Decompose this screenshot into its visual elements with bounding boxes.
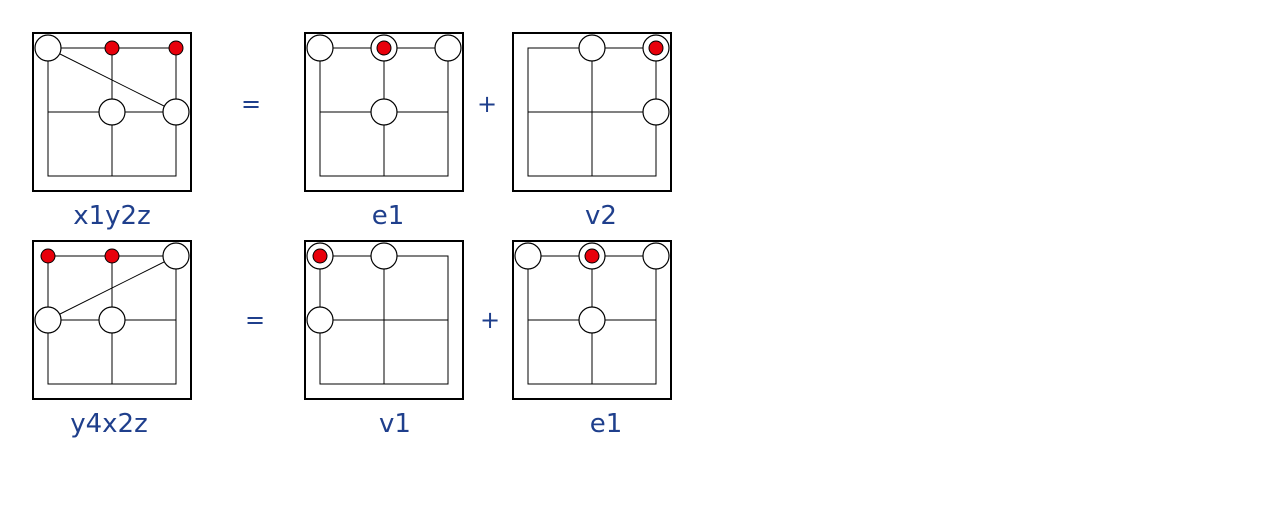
open-circle-marker xyxy=(34,34,62,62)
open-circle-marker xyxy=(642,242,670,270)
red-dot-marker xyxy=(104,248,120,264)
red-dot-marker xyxy=(376,40,392,56)
plus-sign: + xyxy=(477,90,497,118)
open-circle-marker xyxy=(578,306,606,334)
open-circle-marker xyxy=(162,98,190,126)
open-circle-marker xyxy=(306,306,334,334)
term-board xyxy=(304,240,464,400)
red-dot-marker xyxy=(104,40,120,56)
red-dot-marker xyxy=(40,248,56,264)
term-board xyxy=(32,240,192,400)
red-dot-marker xyxy=(648,40,664,56)
term-board xyxy=(512,32,672,192)
equals-sign: = xyxy=(245,306,265,334)
connection-line xyxy=(47,47,177,113)
open-circle-marker xyxy=(34,306,62,334)
equals-sign: = xyxy=(241,90,261,118)
plus-sign: + xyxy=(480,306,500,334)
term-board xyxy=(304,32,464,192)
open-circle-marker xyxy=(370,98,398,126)
red-dot-marker xyxy=(312,248,328,264)
term-label: x1y2z xyxy=(73,201,151,231)
open-circle-marker xyxy=(434,34,462,62)
open-circle-marker xyxy=(306,34,334,62)
term-label: v1 xyxy=(379,409,411,439)
red-dot-marker xyxy=(168,40,184,56)
equation-row-1: x1y2z = e1 + v2 xyxy=(32,32,672,231)
term-label: e1 xyxy=(372,201,405,231)
term-label: e1 xyxy=(590,409,623,439)
equation-row-2: y4x2z = v1 + e1 xyxy=(32,240,672,439)
term-board xyxy=(512,240,672,400)
term-label: v2 xyxy=(585,201,617,231)
open-circle-marker xyxy=(370,242,398,270)
open-circle-marker xyxy=(162,242,190,270)
open-circle-marker xyxy=(642,98,670,126)
connection-line xyxy=(47,255,177,321)
term-board xyxy=(32,32,192,192)
red-dot-marker xyxy=(584,248,600,264)
term-label: y4x2z xyxy=(70,409,148,439)
open-circle-marker xyxy=(98,98,126,126)
open-circle-marker xyxy=(514,242,542,270)
open-circle-marker xyxy=(578,34,606,62)
open-circle-marker xyxy=(98,306,126,334)
